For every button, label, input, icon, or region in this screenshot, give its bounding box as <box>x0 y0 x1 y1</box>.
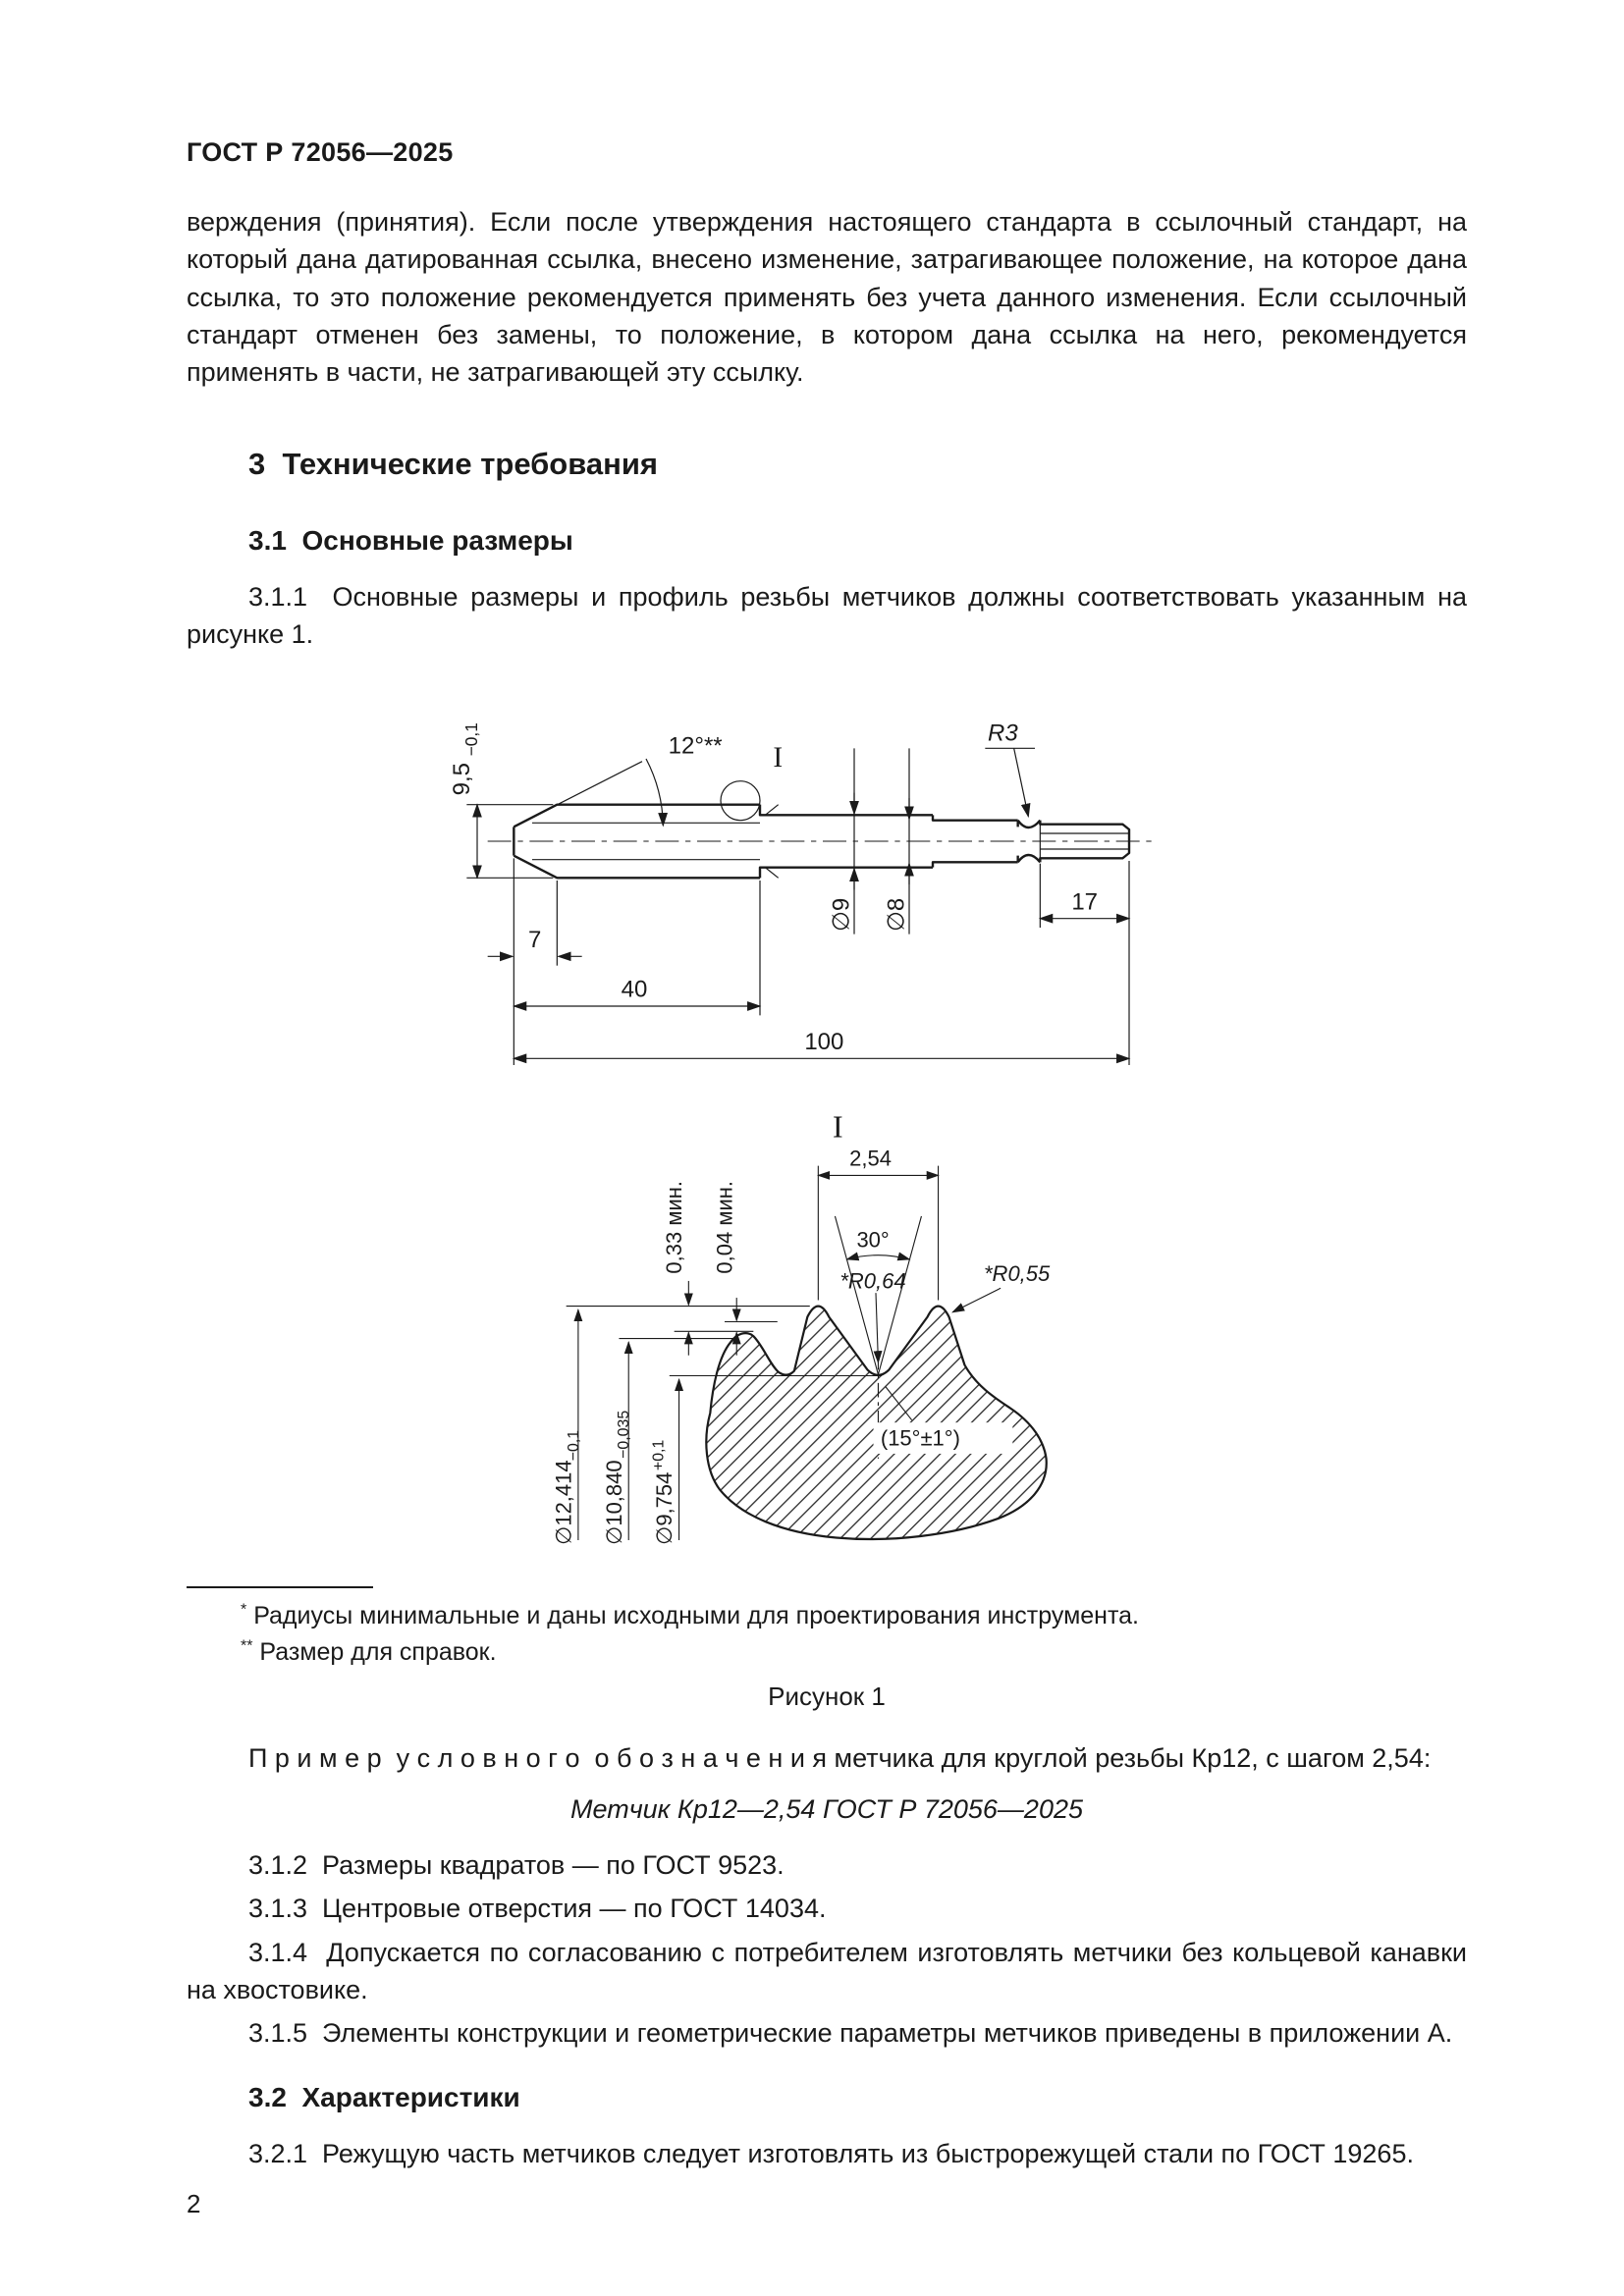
footnote-separator <box>187 1586 373 1589</box>
dim-d12-414: ∅12,414 −0,1 <box>552 1306 810 1545</box>
svg-text:17: 17 <box>1071 889 1098 916</box>
clause-3-1-5: 3.1.5 Элементы конструкции и геометричес… <box>248 2018 1453 2049</box>
svg-text:+0,1: +0,1 <box>651 1440 668 1471</box>
dim-d8: ∅8 <box>884 748 914 934</box>
svg-text:∅8: ∅8 <box>884 898 910 932</box>
clause-3-1-4: 3.1.4 Допускается по согласованию с потр… <box>187 1937 1467 2005</box>
svg-text:40: 40 <box>622 977 648 1003</box>
svg-text:(15°±1°): (15°±1°) <box>881 1426 960 1451</box>
footnote-radii-marker: * <box>241 1601 247 1619</box>
section-3-2-heading: 3.2 Характеристики <box>248 2081 520 2112</box>
svg-text:0,33 мин.: 0,33 мин. <box>662 1181 686 1274</box>
dim-r0-64: *R0,64 <box>839 1269 906 1364</box>
footnote-reference-size-text: Размер для справок. <box>259 1637 497 1666</box>
svg-text:∅12,414: ∅12,414 <box>552 1461 576 1545</box>
svg-text:12°**: 12°** <box>669 733 723 760</box>
svg-text:2,54: 2,54 <box>849 1147 892 1171</box>
dim-0-04-min: 0,04 мин. <box>712 1181 778 1357</box>
svg-text:∅9,754: ∅9,754 <box>652 1472 677 1545</box>
footnote-radii: * Радиусы минимальные и даны исходными д… <box>187 1598 1467 1633</box>
designation-example-value: Метчик Кр12—2,54 ГОСТ Р 72056—2025 <box>570 1794 1083 1825</box>
figure-footnotes: * Радиусы минимальные и даны исходными д… <box>187 1586 1467 1670</box>
dim-40: 40 <box>512 881 762 1016</box>
dim-pitch-2-54: 2,54 <box>817 1147 940 1301</box>
dim-d10-840: ∅10,840 −0,035 <box>602 1338 734 1545</box>
designation-example-lead: П р и м е р у с л о в н о г о о б о з н … <box>248 1742 1432 1773</box>
clause-3-1-2: 3.1.2 Размеры квадратов — по ГОСТ 9523. <box>248 1850 785 1881</box>
svg-text:∅10,840: ∅10,840 <box>602 1461 626 1545</box>
footnote-reference-size-marker: ** <box>241 1637 253 1655</box>
svg-text:30°: 30° <box>856 1228 889 1253</box>
dim-d9-754: ∅9,754 +0,1 <box>651 1375 883 1545</box>
dim-angle-30: 30° <box>834 1216 922 1375</box>
intro-paragraph: верждения (принятия). Если после утвержд… <box>187 207 1467 388</box>
dim-angle-15: (15°±1°) <box>873 1356 1013 1460</box>
svg-text:∅9: ∅9 <box>829 898 855 932</box>
page-content: ГОСТ Р 72056—2025 верждения (принятия). … <box>187 137 1467 2168</box>
section-3-heading: 3 Технические требования <box>248 446 659 481</box>
detail-callout-i: I <box>720 742 783 822</box>
svg-text:9,5: 9,5 <box>449 763 475 795</box>
svg-text:100: 100 <box>804 1029 843 1055</box>
footnote-reference-size: ** Размер для справок. <box>187 1634 1467 1670</box>
dim-r3: R3 <box>985 721 1035 819</box>
dim-diameter-9-5: 9,5 −0,1 <box>449 722 554 881</box>
page-number: 2 <box>187 2189 201 2218</box>
dim-d9: ∅9 <box>829 748 859 934</box>
figure1-main-view: 9,5 −0,1 12°** I R3 <box>449 721 1159 1066</box>
svg-text:R3: R3 <box>988 721 1018 747</box>
dim-r0-55: *R0,55 <box>951 1261 1051 1313</box>
svg-text:*R0,55: *R0,55 <box>984 1261 1051 1286</box>
dim-angle-12: 12°** <box>514 733 723 828</box>
tap-flute-and-square-lines <box>532 804 1129 880</box>
clause-3-2-1: 3.2.1 Режущую часть метчиков следует изг… <box>248 2138 1414 2168</box>
svg-text:0,04 мин.: 0,04 мин. <box>712 1181 736 1274</box>
dim-17: 17 <box>1038 861 1131 1066</box>
svg-text:*R0,64: *R0,64 <box>839 1269 905 1294</box>
svg-text:−0,035: −0,035 <box>616 1411 632 1459</box>
running-header: ГОСТ Р 72056—2025 <box>187 137 454 167</box>
clause-3-1-1: 3.1.1 Основные размеры и профиль резьбы … <box>187 581 1467 649</box>
figure-1: 9,5 −0,1 12°** I R3 <box>187 665 1467 1567</box>
dim-0-33-min: 0,33 мин. <box>662 1181 754 1357</box>
section-3-1-heading: 3.1 Основные размеры <box>248 524 573 556</box>
figure-1-caption: Рисунок 1 <box>768 1681 886 1711</box>
svg-text:I: I <box>773 742 783 774</box>
detail-title: I <box>833 1110 843 1145</box>
dim-7: 7 <box>487 858 582 1066</box>
svg-text:−0,1: −0,1 <box>566 1430 582 1462</box>
svg-text:−0,1: −0,1 <box>461 722 481 756</box>
footnote-radii-text: Радиусы минимальные и даны исходными для… <box>253 1602 1139 1630</box>
dim-100: 100 <box>512 1029 1131 1064</box>
figure1-profile-detail: I 2,54 30° *R0,64 <box>552 1110 1051 1546</box>
svg-text:7: 7 <box>528 927 541 953</box>
clause-3-1-3: 3.1.3 Центровые отверстия — по ГОСТ 1403… <box>248 1894 827 1924</box>
